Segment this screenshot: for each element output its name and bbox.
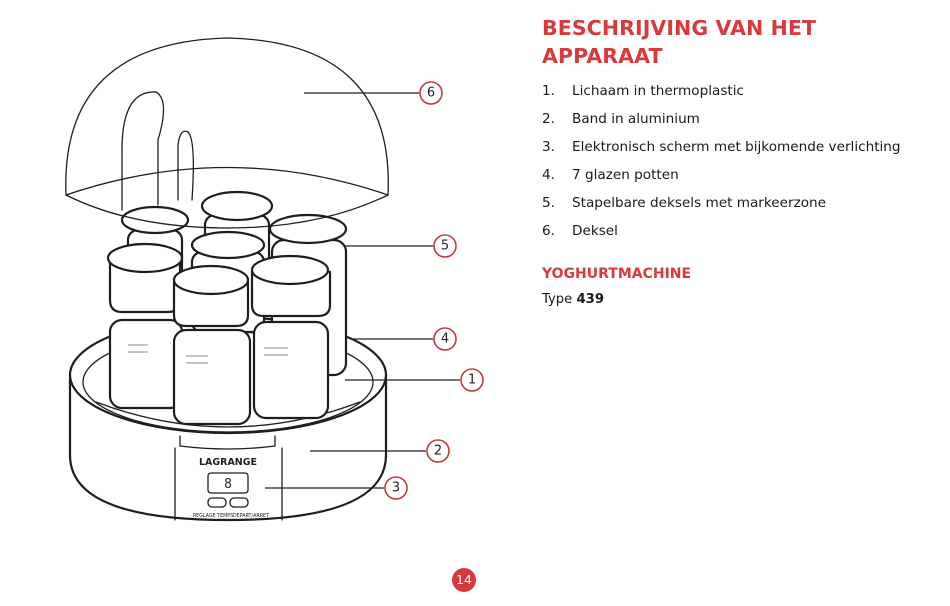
dome-lid [65, 37, 389, 229]
brand-logo: LAGRANGE [199, 457, 257, 468]
svg-text:4: 4 [441, 332, 449, 347]
svg-text:2: 2 [434, 444, 442, 459]
button-label-right: DEPART/ARRET [233, 513, 269, 519]
jar-front-center [172, 264, 252, 426]
description-section: BESCHRIJVING VAN HET APPARAAT 1.Lichaam … [542, 14, 942, 307]
svg-text:5: 5 [441, 239, 449, 254]
list-item: 2.Band in aluminium [542, 111, 700, 127]
control-panel: LAGRANGE 8 REGLAGE TEMPS DEPART/ARRET [174, 447, 283, 521]
page-number: 14 [452, 568, 476, 592]
svg-text:3: 3 [392, 481, 400, 496]
callout-1: 1 [460, 368, 484, 392]
list-item: 6.Deksel [542, 223, 618, 239]
yoghurt-maker-illustration: LAGRANGE 8 REGLAGE TEMPS DEPART/ARRET [65, 37, 484, 522]
callout-leaders [265, 92, 460, 489]
svg-text:1: 1 [468, 373, 476, 388]
list-item: 1.Lichaam in thermoplastic [542, 83, 744, 99]
list-item: 4.7 glazen potten [542, 167, 679, 183]
callout-5: 5 [433, 234, 457, 258]
svg-text:6: 6 [427, 86, 435, 101]
type-label: Type [542, 292, 573, 307]
depart-button [229, 497, 249, 508]
product-title: YOGHURTMACHINE [542, 266, 692, 282]
button-label-left: REGLAGE TEMPS [193, 513, 233, 519]
callout-2: 2 [426, 439, 450, 463]
callout-6: 6 [419, 81, 443, 105]
glass-jars [106, 190, 348, 426]
list-item: 5.Stapelbare deksels met markeerzone [542, 195, 827, 211]
callout-4: 4 [433, 327, 457, 351]
page-heading: BESCHRIJVING VAN HET APPARAAT [542, 16, 817, 68]
callout-3: 3 [384, 476, 408, 500]
reglage-button [207, 497, 227, 508]
jar-front-left [106, 242, 184, 410]
type-number: 439 [576, 292, 605, 307]
parts-list: 1.Lichaam in thermoplastic 2.Band in alu… [542, 82, 942, 250]
display-digit: 8 [224, 477, 232, 492]
type-line: Type 439 [542, 292, 942, 307]
jar-front-right [250, 254, 332, 420]
list-item: 3.Elektronisch scherm met bijkomende ver… [542, 139, 901, 155]
